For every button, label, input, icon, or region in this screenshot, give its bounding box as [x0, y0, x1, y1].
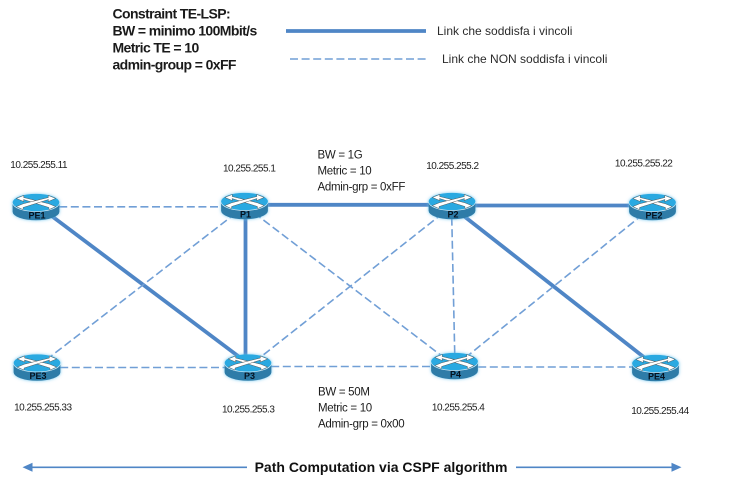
svg-text:Metric = 10: Metric = 10 — [318, 403, 372, 415]
svg-text:Link che soddisfa i vincoli: Link che soddisfa i vincoli — [437, 24, 572, 38]
svg-text:BW = 50M: BW = 50M — [318, 387, 370, 399]
svg-text:10.255.255.2: 10.255.255.2 — [426, 161, 479, 172]
svg-text:Metric = 10: Metric = 10 — [318, 166, 372, 178]
svg-text:10.255.255.3: 10.255.255.3 — [222, 404, 275, 415]
svg-text:Metric TE = 10: Metric TE = 10 — [113, 40, 200, 56]
svg-text:PE4: PE4 — [648, 372, 665, 382]
svg-text:BW = 1G: BW = 1G — [318, 150, 363, 162]
svg-text:10.255.255.11: 10.255.255.11 — [10, 160, 68, 171]
svg-text:Admin-grp = 0xFF: Admin-grp = 0xFF — [318, 182, 406, 194]
svg-text:P1: P1 — [240, 210, 251, 220]
svg-text:Link che NON soddisfa i vincol: Link che NON soddisfa i vincoli — [442, 52, 607, 66]
svg-text:BW = minimo 100Mbit/s: BW = minimo 100Mbit/s — [113, 23, 258, 39]
svg-text:admin-group = 0xFF: admin-group = 0xFF — [113, 57, 237, 73]
svg-text:P3: P3 — [244, 371, 255, 381]
svg-text:10.255.255.22: 10.255.255.22 — [615, 159, 673, 170]
svg-text:Constraint TE-LSP:: Constraint TE-LSP: — [113, 6, 231, 22]
svg-text:10.255.255.33: 10.255.255.33 — [14, 403, 72, 414]
svg-text:10.255.255.44: 10.255.255.44 — [631, 406, 689, 417]
svg-text:P2: P2 — [447, 210, 458, 220]
svg-text:PE3: PE3 — [29, 371, 46, 381]
svg-text:P4: P4 — [450, 370, 461, 380]
svg-text:PE2: PE2 — [645, 211, 662, 221]
svg-text:10.255.255.1: 10.255.255.1 — [223, 164, 276, 175]
svg-text:PE1: PE1 — [28, 211, 45, 221]
svg-text:Path Computation via CSPF algo: Path Computation via CSPF algorithm — [255, 459, 508, 475]
svg-text:Admin-grp = 0x00: Admin-grp = 0x00 — [318, 419, 404, 431]
svg-text:10.255.255.4: 10.255.255.4 — [432, 403, 485, 414]
